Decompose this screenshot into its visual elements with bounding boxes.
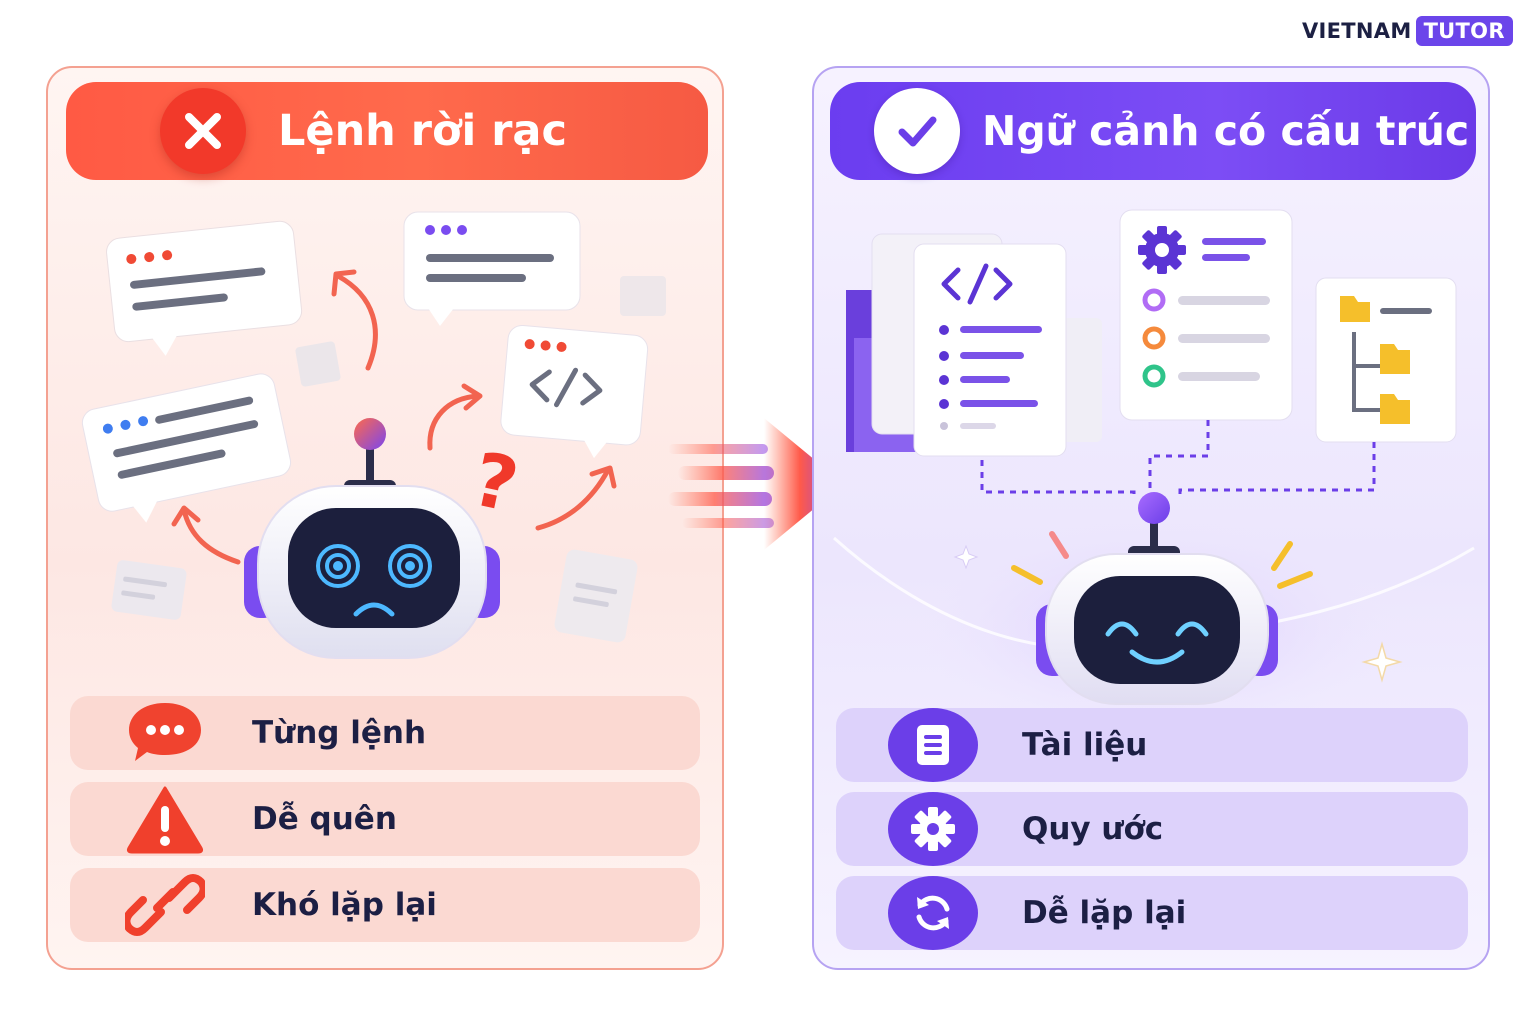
brand-part-1: VIETNAM [1302, 19, 1412, 43]
right-item-1: Tài liệu [836, 708, 1468, 782]
left-header: Lệnh rời rạc [66, 82, 708, 180]
right-title: Ngữ cảnh có cấu trúc [982, 107, 1470, 155]
svg-text:?: ? [465, 436, 525, 529]
right-item-2-label: Quy ước [1022, 811, 1164, 847]
confused-robot-illustration: ? [81, 211, 666, 659]
document-icon [888, 708, 978, 782]
right-item-3: Dễ lặp lại [836, 876, 1468, 950]
right-header: Ngữ cảnh có cấu trúc [830, 82, 1476, 180]
right-item-2: Quy ước [836, 792, 1468, 866]
right-item-1-label: Tài liệu [1022, 727, 1148, 763]
left-item-2: Dễ quên [70, 782, 700, 856]
left-item-3: Khó lặp lại [70, 868, 700, 942]
brand-part-2: TUTOR [1415, 16, 1513, 46]
refresh-icon [888, 876, 978, 950]
broken-link-icon [122, 870, 208, 940]
left-item-1: Từng lệnh [70, 696, 700, 770]
brand-logo: VIETNAM TUTOR [1302, 14, 1513, 48]
right-item-3-label: Dễ lặp lại [1022, 895, 1187, 931]
left-item-2-label: Dễ quên [252, 801, 397, 837]
left-panel: Lệnh rời rạc [46, 66, 724, 970]
right-panel: Ngữ cảnh có cấu trúc [812, 66, 1490, 970]
check-icon [874, 88, 960, 174]
left-item-1-label: Từng lệnh [252, 715, 427, 751]
gear-icon [888, 792, 978, 866]
left-title: Lệnh rời rạc [278, 106, 567, 156]
speech-bubble-icon [122, 698, 208, 768]
warning-icon [122, 784, 208, 854]
happy-robot-illustration [832, 209, 1475, 708]
left-item-3-label: Khó lặp lại [252, 887, 437, 923]
x-icon [160, 88, 246, 174]
transition-arrow-icon [668, 418, 844, 550]
